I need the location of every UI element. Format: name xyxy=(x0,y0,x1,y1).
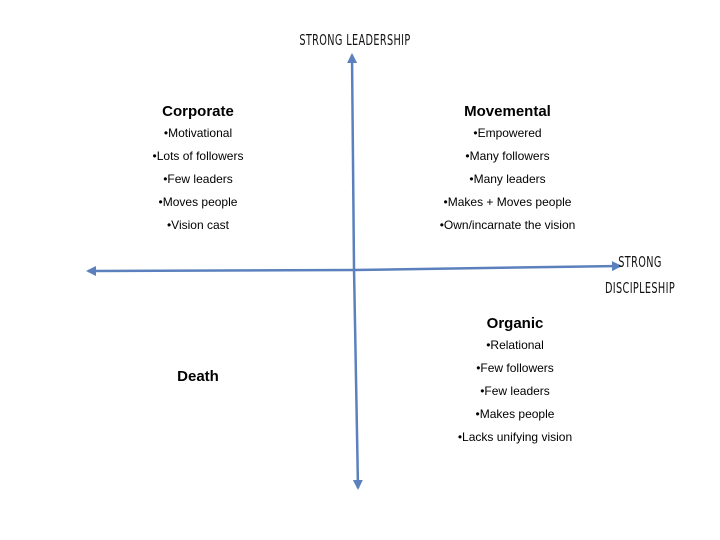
quadrant-title: Corporate xyxy=(162,103,234,120)
list-item: •Lots of followers xyxy=(152,149,244,163)
quadrant-list: •Relational •Few followers •Few leaders … xyxy=(430,334,600,449)
quadrant-list: •Motivational •Lots of followers •Few le… xyxy=(118,122,278,237)
quadrant-title: Death xyxy=(177,368,219,385)
quadrant-movemental: Movemental •Empowered •Many followers •M… xyxy=(405,103,610,237)
strong-discipleship-line1: STRONG xyxy=(618,253,662,271)
list-item: •Motivational xyxy=(163,126,233,140)
list-item: •Many followers xyxy=(465,149,550,163)
list-item: •Empowered xyxy=(473,126,542,140)
list-item: •Moves people xyxy=(158,195,238,209)
strong-discipleship-label: STRONG DISCIPLESHIP xyxy=(600,249,679,301)
list-item: •Makes people xyxy=(475,407,555,421)
list-item: •Vision cast xyxy=(166,218,229,232)
list-item: •Many leaders xyxy=(469,172,546,186)
list-item: •Few followers xyxy=(476,361,554,375)
quadrant-corporate: Corporate •Motivational •Lots of followe… xyxy=(118,103,278,237)
list-item: •Lacks unifying vision xyxy=(457,430,573,444)
leadership-axis-down xyxy=(352,267,363,490)
quadrant-death: Death xyxy=(148,368,248,387)
quadrant-organic: Organic •Relational •Few followers •Few … xyxy=(430,315,600,449)
list-item: •Few leaders xyxy=(163,172,233,186)
quadrant-list: •Empowered •Many followers •Many leaders… xyxy=(405,122,610,237)
list-item: •Few leaders xyxy=(480,384,550,398)
discipleship-axis-right xyxy=(353,261,622,272)
strong-discipleship-line2: DISCIPLESHIP xyxy=(604,279,676,297)
quadrant-title: Movemental xyxy=(464,103,551,120)
list-item: •Makes + Moves people xyxy=(443,195,572,209)
strong-leadership-label: STRONG LEADERSHIP xyxy=(294,27,416,53)
leadership-axis-up xyxy=(347,53,358,269)
list-item: •Relational xyxy=(486,338,544,352)
quadrant-title: Organic xyxy=(486,315,544,332)
strong-leadership-text: STRONG LEADERSHIP xyxy=(299,31,411,49)
list-item: •Own/incarnate the vision xyxy=(439,218,576,232)
discipleship-axis-left xyxy=(86,265,355,276)
